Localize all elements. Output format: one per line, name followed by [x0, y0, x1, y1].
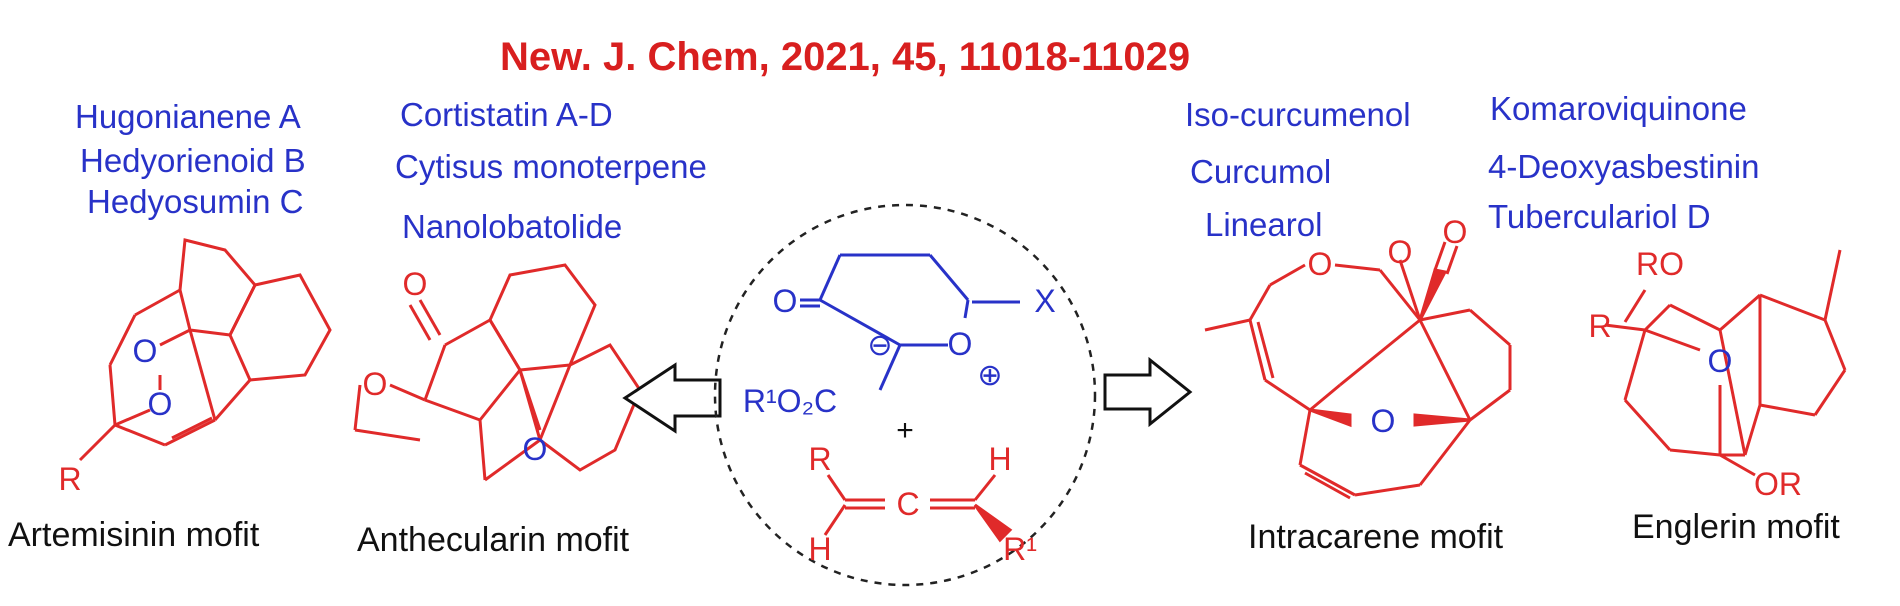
oxygen-atom: O: [133, 333, 158, 369]
pyrylium-ring: [800, 253, 1020, 391]
artemisinin-structure: [78, 238, 332, 462]
compound-name: Tuberculariol D: [1488, 198, 1711, 235]
compound-name: Iso-curcumenol: [1185, 96, 1411, 133]
motif-caption: Anthecularin mofit: [357, 521, 630, 559]
r1-group: R¹: [1003, 531, 1037, 567]
compound-name: Hedyosumin C: [87, 183, 304, 220]
oxygen-atom: O: [1308, 246, 1333, 282]
r-group: R: [808, 441, 831, 477]
left-arrow: [622, 362, 722, 434]
compound-name: Curcumol: [1190, 153, 1332, 190]
oxygen-atom: O: [148, 386, 173, 422]
oxygen-atom: O: [1388, 234, 1413, 270]
plus-charge: ⊕: [977, 359, 1002, 392]
anthecularin-structure: [353, 263, 642, 482]
alkoxy-group: RO: [1636, 246, 1684, 282]
plus-sign: +: [896, 414, 914, 447]
motif-caption: Artemisinin mofit: [8, 516, 260, 554]
compound-name: Linearol: [1205, 206, 1323, 243]
minus-charge: ⊖: [867, 329, 892, 362]
compound-name: Cytisus monoterpene: [395, 148, 707, 185]
allene-carbon: C: [896, 486, 919, 522]
oxygen-atom: O: [1708, 343, 1733, 379]
motif-caption: Intracarene mofit: [1248, 518, 1504, 556]
compound-name: Komaroviquinone: [1490, 90, 1747, 127]
englerin-structure: [1604, 249, 1847, 477]
allene: [823, 474, 1013, 543]
hydrogen-atom: H: [808, 531, 831, 567]
intracarene-structure: [1204, 241, 1512, 500]
reference-title: New. J. Chem, 2021, 45, 11018-11029: [500, 35, 1191, 79]
motif-caption: Englerin mofit: [1632, 508, 1840, 546]
right-arrow: [1103, 356, 1193, 428]
compound-name: 4-Deoxyasbestinin: [1488, 148, 1760, 185]
compound-name: Hedyorienoid B: [80, 142, 306, 179]
hydrogen-atom: H: [988, 441, 1011, 477]
oxygen-atom: O: [363, 366, 388, 402]
oxygen-atom: O: [948, 326, 973, 362]
oxygen-atom: O: [523, 431, 548, 467]
ester-group: R¹O₂C: [743, 383, 837, 419]
x-substituent: X: [1034, 283, 1055, 319]
compound-name: Cortistatin A-D: [400, 96, 613, 133]
oxygen-atom: O: [773, 283, 798, 319]
oxygen-atom: O: [1371, 403, 1396, 439]
compound-name: Hugonianene A: [75, 98, 301, 135]
r-group: R: [58, 461, 81, 497]
r-group: R: [1588, 308, 1611, 344]
oxygen-atom: O: [1443, 214, 1468, 250]
compound-name: Nanolobatolide: [402, 208, 623, 245]
reactant-circle: [713, 203, 1097, 587]
oxygen-atom: O: [403, 266, 428, 302]
alkoxy-group: OR: [1754, 466, 1802, 502]
